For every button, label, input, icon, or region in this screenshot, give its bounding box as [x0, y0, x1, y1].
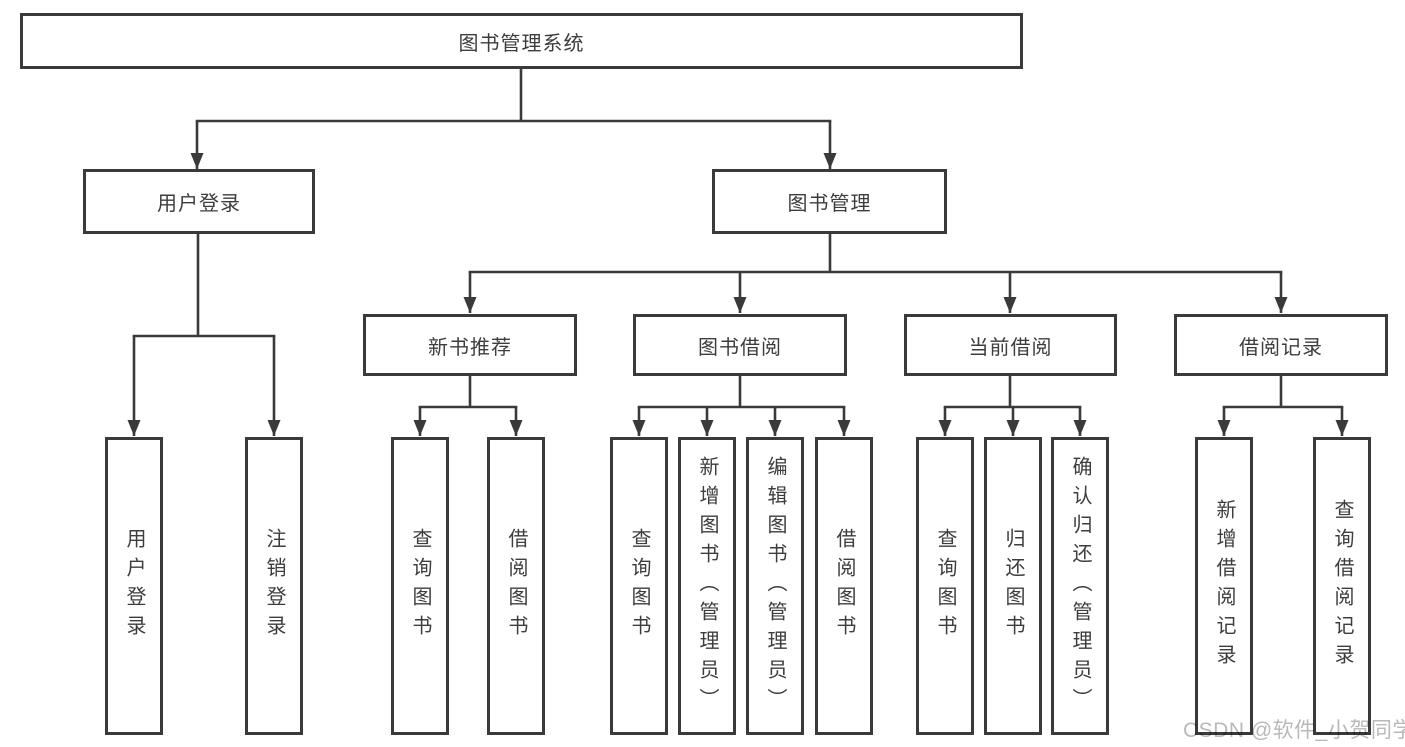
leaf-user-login: 用户登录 [105, 437, 163, 735]
leaf-query-borrow-record: 查询借阅记录 [1313, 437, 1371, 735]
node-new-book-recommend: 新书推荐 [363, 314, 577, 376]
leaf-borrow-books: 借阅图书 [815, 437, 873, 735]
leaf-confirm-return-admin: 确认归还（管理员） [1051, 437, 1109, 735]
node-system-root: 图书管理系统 [20, 13, 1023, 69]
node-book-borrow: 图书借阅 [633, 314, 847, 376]
leaf-query-books-borrow: 查询图书 [610, 437, 668, 735]
leaf-query-books-current: 查询图书 [916, 437, 974, 735]
node-book-management: 图书管理 [712, 169, 947, 234]
leaf-return-book: 归还图书 [984, 437, 1042, 735]
leaf-add-borrow-record: 新增借阅记录 [1195, 437, 1253, 735]
leaf-borrow-books-recommend: 借阅图书 [487, 437, 545, 735]
leaf-add-book-admin: 新增图书（管理员） [678, 437, 736, 735]
leaf-query-books-recommend: 查询图书 [391, 437, 449, 735]
node-user-login: 用户登录 [83, 169, 315, 234]
connector-rails [132, 67, 1344, 409]
node-borrow-records: 借阅记录 [1174, 314, 1388, 376]
leaf-logout: 注销登录 [245, 437, 303, 735]
watermark: CSDN @软件_小贺同学 [1183, 719, 1405, 742]
connector-arrows [127, 121, 1349, 436]
node-current-borrow: 当前借阅 [904, 314, 1117, 376]
leaf-edit-book-admin: 编辑图书（管理员） [746, 437, 804, 735]
